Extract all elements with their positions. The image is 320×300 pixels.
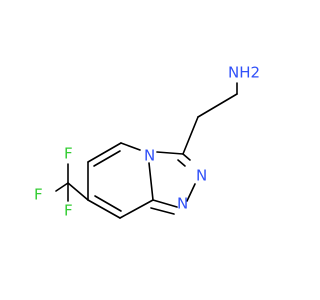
bond-c8a-n1-double	[150, 207, 175, 215]
bond-c3-n4	[156, 151, 184, 155]
bond-n1-c8a	[152, 199, 178, 208]
bond-c3-n2-b	[177, 159, 186, 167]
bond-n4-c5	[120, 142, 141, 151]
bond-c7-cf3	[67, 182, 89, 201]
bond-c3-n2-a	[182, 153, 191, 161]
bond-c7-c8-inner	[94, 195, 122, 212]
atom-f-top-label: F	[64, 145, 73, 163]
bond-cf3-f-left	[55, 182, 69, 192]
atom-f-left-label: F	[34, 186, 43, 204]
atom-n2-label: N	[196, 167, 207, 185]
bond-c8a-n4	[148, 162, 154, 201]
atom-f-bottom-label: F	[64, 202, 73, 220]
bond-c5-c6	[87, 142, 122, 163]
molecule-structure: NH2 N N N F F F	[34, 64, 260, 220]
bond-c5-c6-inner	[93, 150, 121, 167]
bond-n2-n1	[186, 183, 196, 202]
atom-n1-label: N	[177, 195, 188, 213]
bond-c8-c8a	[119, 199, 154, 219]
bond-ch2-ch2	[197, 93, 238, 118]
atom-n4-label: N	[144, 147, 155, 165]
bond-c7-c8	[87, 199, 121, 219]
molecule-canvas: NH2 N N N F F F	[34, 63, 261, 220]
atom-nh2-label: NH2	[228, 64, 260, 82]
bond-c3-ch2	[182, 116, 199, 155]
